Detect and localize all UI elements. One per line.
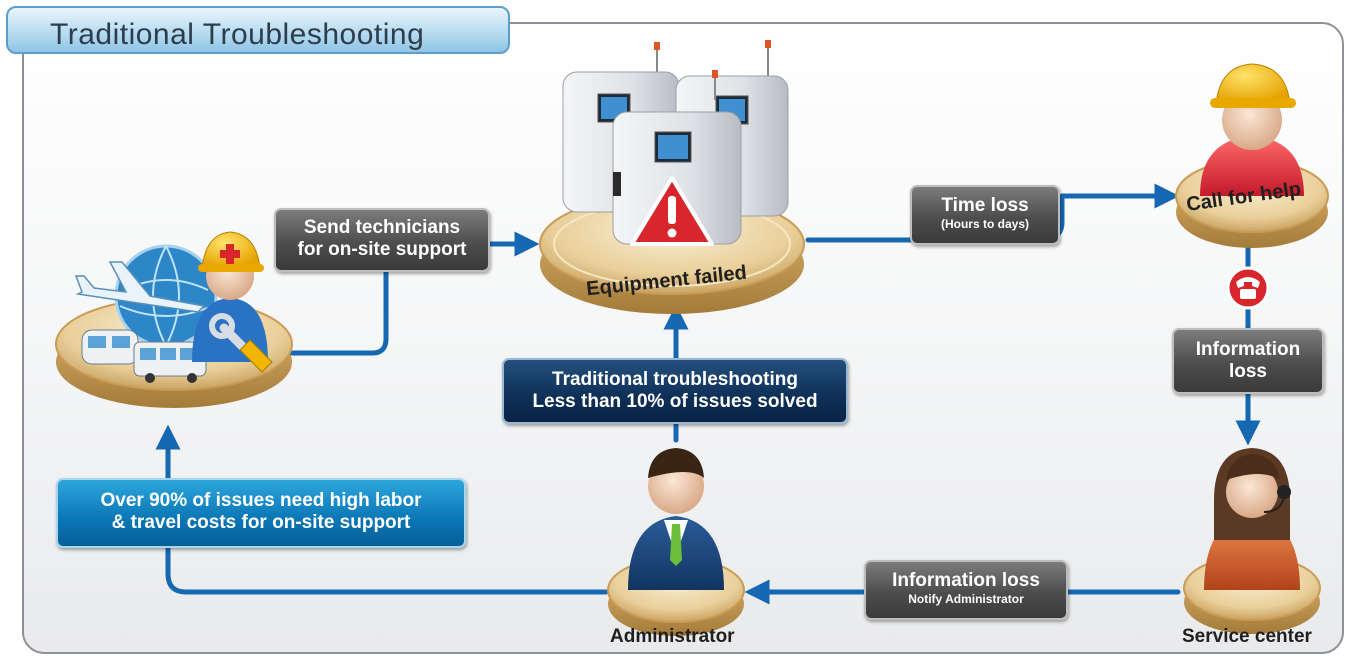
phone-icon: [1226, 266, 1270, 310]
traditional-troubleshooting-text: Traditional troubleshooting Less than 10…: [532, 369, 818, 412]
administrator-caption: Administrator: [610, 626, 735, 647]
train-icon: [81, 329, 139, 365]
machine-icon-3: [612, 70, 742, 245]
information-loss-right-label: Information loss: [1172, 328, 1324, 394]
time-loss-subtext: (Hours to days): [940, 217, 1029, 231]
airplane-icon: [74, 261, 206, 313]
title-tab: Traditional Troubleshooting: [6, 6, 510, 54]
equipment-node: [539, 40, 805, 314]
time-loss-text: Time loss: [941, 195, 1029, 216]
over-90-label: Over 90% of issues need high labor & tra…: [56, 478, 466, 548]
wrench-icon: [209, 313, 273, 373]
over-90-text: Over 90% of issues need high labor & tra…: [100, 490, 422, 533]
call-node: [1175, 63, 1329, 248]
send-technicians-line1: Send technicians for on-site support: [297, 217, 467, 260]
service-center-caption: Service center: [1182, 626, 1312, 647]
information-loss-bottom-text: Information loss: [892, 570, 1040, 591]
bus-icon: [133, 341, 207, 383]
notify-admin-text: Notify Administrator: [908, 592, 1024, 606]
information-loss-bottom-label: Information loss Notify Administrator: [864, 560, 1068, 620]
information-loss-right-text: Information loss: [1195, 339, 1301, 382]
technician-node: [55, 231, 293, 408]
send-technicians-label: Send technicians for on-site support: [274, 208, 490, 272]
arrow-to-technicians: [155, 424, 609, 595]
operator-icon: [1204, 448, 1300, 590]
time-loss-label: Time loss (Hours to days): [910, 185, 1060, 245]
warning-icon: [630, 176, 714, 246]
traditional-troubleshooting-label: Traditional troubleshooting Less than 10…: [502, 358, 848, 424]
service-center-node: [1183, 448, 1321, 634]
worker-icon: [1200, 63, 1304, 196]
page-title: Traditional Troubleshooting: [50, 18, 425, 51]
administrator-person-icon: [628, 448, 724, 590]
administrator-node: [607, 448, 745, 636]
